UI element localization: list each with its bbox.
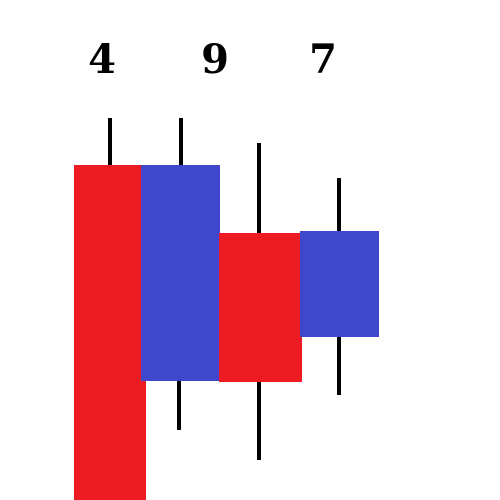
candle-2-body — [141, 165, 220, 381]
number-label-4: 4 — [88, 36, 116, 83]
number-label-7: 7 — [309, 36, 337, 83]
number-label-9: 9 — [201, 36, 229, 83]
candle-1-body — [74, 165, 146, 500]
candle-3-body — [219, 233, 302, 382]
candle-4-body — [300, 231, 379, 337]
